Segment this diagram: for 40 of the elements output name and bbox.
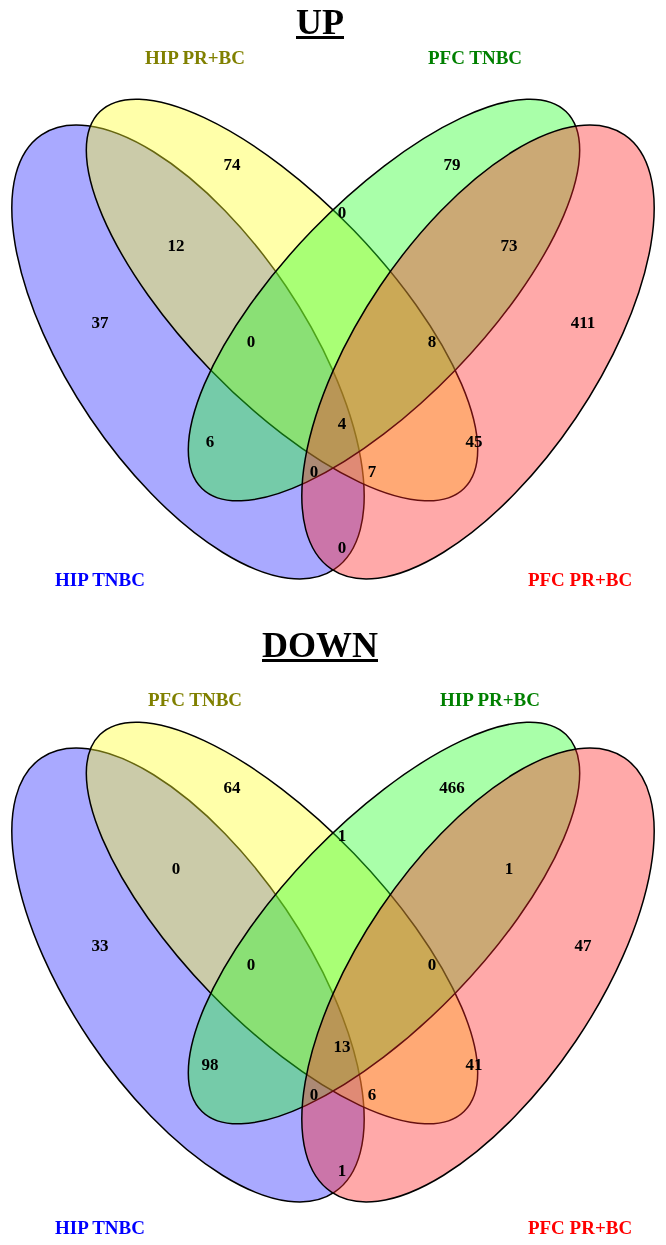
region-count: 4 [337, 414, 347, 434]
region-count: 0 [246, 955, 256, 975]
region-count: 0 [309, 1085, 319, 1105]
region-count: 13 [333, 1037, 351, 1057]
set-label: HIP TNBC [55, 569, 145, 591]
set-label: HIP PR+BC [440, 689, 540, 711]
region-count: 0 [171, 859, 181, 879]
region-count: 64 [223, 778, 241, 798]
region-count: 1 [337, 826, 347, 846]
region-count: 12 [167, 236, 185, 256]
region-count: 45 [465, 432, 483, 452]
region-count: 6 [205, 432, 215, 452]
set-label: HIP PR+BC [145, 47, 245, 69]
region-count: 41 [465, 1055, 483, 1075]
region-count: 0 [337, 203, 347, 223]
region-count: 79 [443, 155, 461, 175]
region-count: 98 [201, 1055, 219, 1075]
set-label: PFC PR+BC [527, 569, 633, 591]
set-label: PFC TNBC [147, 689, 243, 711]
region-count: 6 [367, 1085, 377, 1105]
set-label: HIP TNBC [55, 1217, 145, 1239]
set-label: PFC TNBC [427, 47, 523, 69]
region-count: 0 [246, 332, 256, 352]
region-count: 74 [223, 155, 241, 175]
region-count: 411 [570, 313, 596, 333]
set-label: PFC PR+BC [527, 1217, 633, 1239]
region-count: 8 [427, 332, 437, 352]
region-count: 7 [367, 462, 377, 482]
section-heading: DOWN [262, 624, 378, 666]
region-count: 0 [337, 538, 347, 558]
section-heading: UP [296, 1, 344, 43]
region-count: 73 [500, 236, 518, 256]
region-count: 1 [337, 1161, 347, 1181]
region-count: 1 [504, 859, 514, 879]
region-count: 37 [91, 313, 109, 333]
region-count: 47 [574, 936, 592, 956]
region-count: 0 [309, 462, 319, 482]
region-count: 0 [427, 955, 437, 975]
region-count: 466 [439, 778, 465, 798]
region-count: 33 [91, 936, 109, 956]
